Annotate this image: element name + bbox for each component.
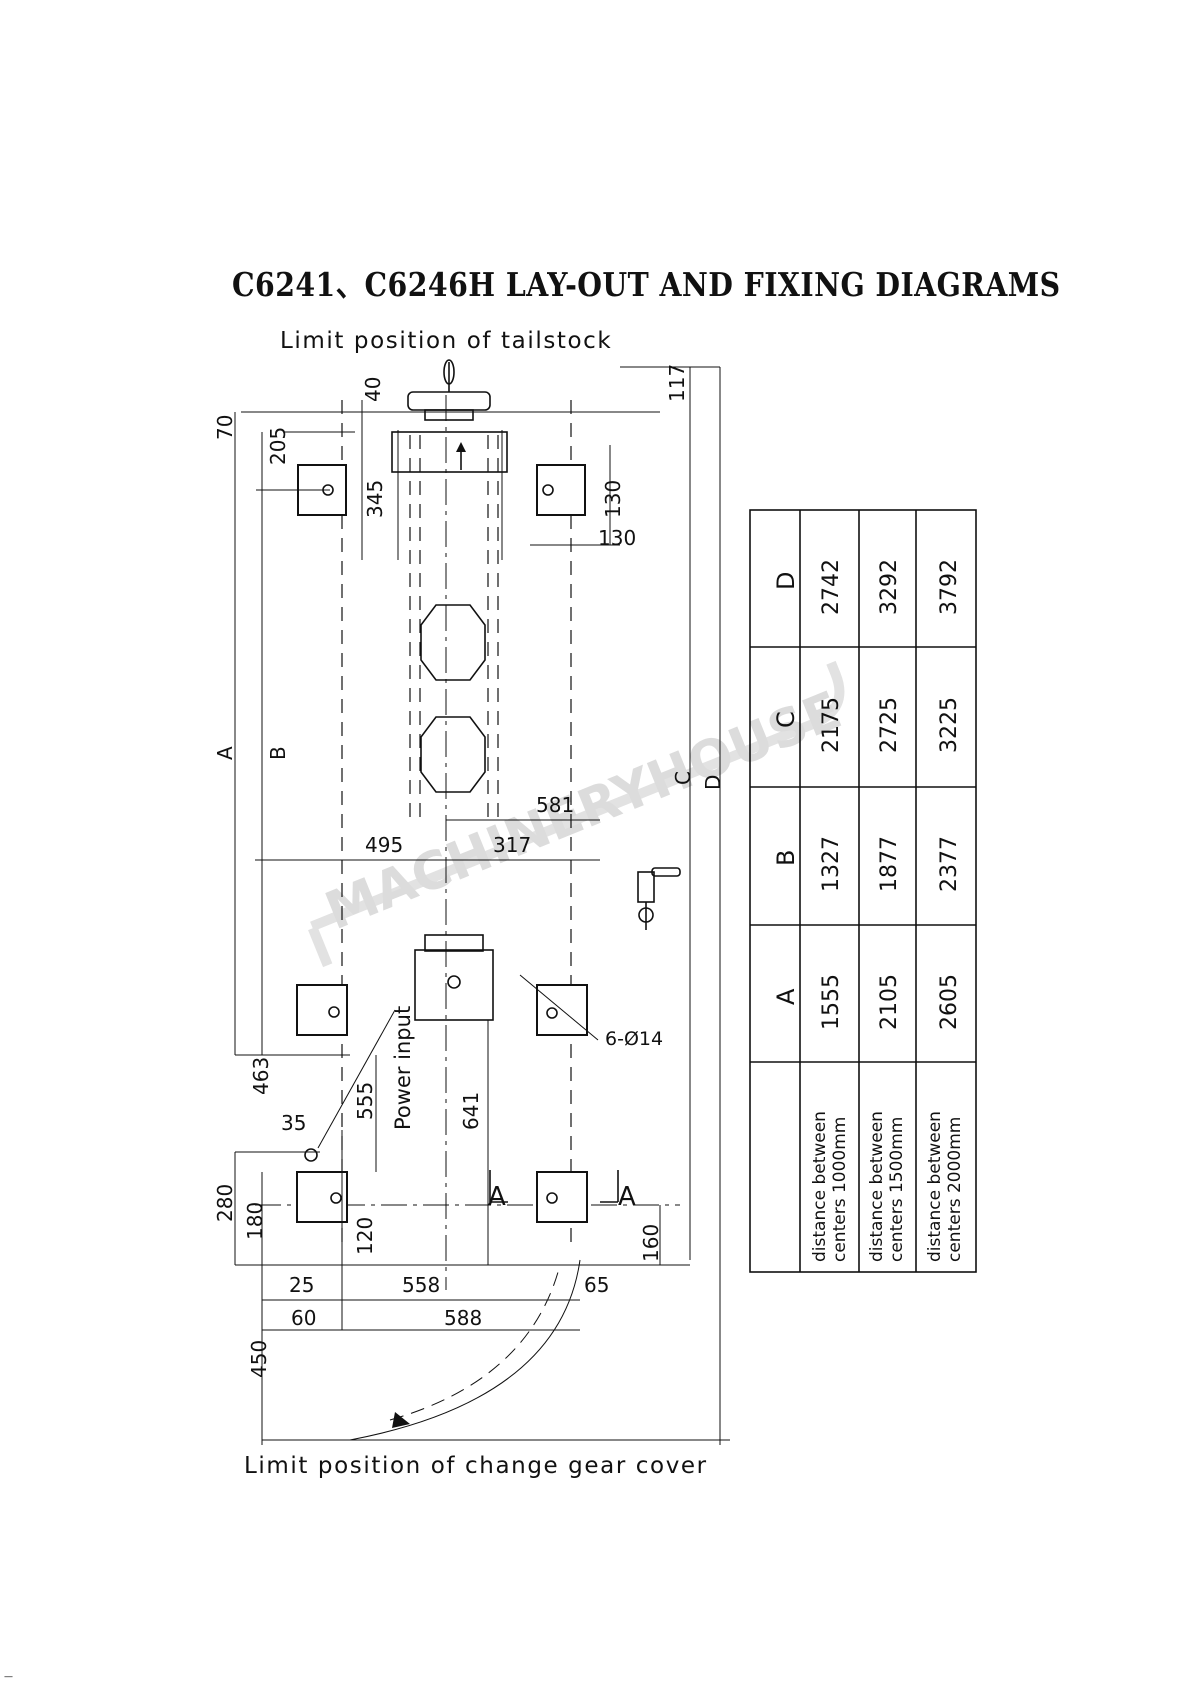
table-cell: 3792: [937, 559, 962, 615]
dim-160: 160: [639, 1224, 663, 1262]
table-row-label: distance between: [925, 1111, 945, 1262]
section-label-left: A: [488, 1182, 506, 1212]
bolt-holes-label: 6-Ø14: [605, 1028, 663, 1050]
watermark: MACHINERYHOUSE: [308, 660, 850, 968]
dimension-values: 40 70 117 205 345 130 130 A B C D 581 49…: [213, 364, 725, 1378]
dim-641: 641: [459, 1092, 483, 1130]
dim-40: 40: [361, 377, 385, 402]
table-cell: 2105: [877, 974, 902, 1030]
dim-25: 25: [289, 1273, 314, 1297]
dim-B: B: [266, 746, 290, 760]
pad-bottom-right: [536, 1171, 588, 1223]
pad-mid-left: [296, 984, 348, 1036]
pad-bottom-left: [296, 1171, 348, 1223]
dim-581: 581: [536, 793, 574, 817]
table-cell: 2377: [937, 836, 962, 892]
dim-60: 60: [291, 1306, 316, 1330]
dim-463: 463: [249, 1057, 273, 1095]
table-cell: 3292: [877, 559, 902, 615]
dim-65: 65: [584, 1273, 609, 1297]
center-lines: [255, 395, 680, 1290]
table-row-label: centers 2000mm: [945, 1117, 965, 1262]
table-row-label: distance between: [810, 1111, 830, 1262]
dim-D: D: [701, 775, 725, 790]
table-header-B: B: [772, 850, 800, 866]
dim-130-a: 130: [601, 480, 625, 518]
dim-558: 558: [402, 1273, 440, 1297]
table-header-C: C: [772, 711, 800, 728]
tailstock-limit-label: Limit position of tailstock: [280, 328, 612, 354]
dim-C: C: [671, 771, 695, 785]
dim-130-b: 130: [598, 526, 636, 550]
lathe-bed: [391, 359, 681, 1021]
dim-495: 495: [365, 833, 403, 857]
foundation-pads: [296, 464, 588, 1223]
table-row-label: distance between: [867, 1111, 887, 1262]
dim-280: 280: [213, 1184, 237, 1222]
dim-117: 117: [665, 364, 689, 402]
watermark-text: MACHINERYHOUSE: [317, 680, 849, 942]
dim-A: A: [213, 746, 237, 760]
dim-450: 450: [247, 1340, 271, 1378]
pad-top-right: [536, 464, 586, 516]
dim-205: 205: [266, 427, 290, 465]
dim-180: 180: [243, 1202, 267, 1240]
table-cell: 1877: [877, 836, 902, 892]
dim-35: 35: [281, 1111, 306, 1135]
table-cell: 2742: [819, 559, 844, 615]
change-gear-limit-label: Limit position of change gear cover: [244, 1453, 708, 1479]
table-header-D: D: [772, 572, 800, 590]
dim-555: 555: [353, 1082, 377, 1120]
table-cell: 1327: [819, 836, 844, 892]
table-cell: 2725: [877, 697, 902, 753]
pad-mid-right: [536, 984, 588, 1036]
dim-588: 588: [444, 1306, 482, 1330]
dim-345: 345: [363, 480, 387, 518]
table-row-label: centers 1500mm: [887, 1117, 907, 1262]
table-cell: 2175: [819, 697, 844, 753]
table-cell: 2605: [937, 974, 962, 1030]
dim-70: 70: [213, 415, 237, 440]
page-title: C6241、C6246H LAY-OUT AND FIXING DIAGRAMS: [232, 265, 1061, 304]
table-header-A: A: [772, 988, 800, 1005]
dim-317: 317: [493, 833, 531, 857]
dimension-lines: [234, 366, 730, 1445]
section-label-right: A: [618, 1182, 636, 1212]
table-row-label: centers 1000mm: [830, 1117, 850, 1262]
dim-120: 120: [353, 1217, 377, 1255]
power-input-label: Power input: [391, 1006, 415, 1130]
table-cell: 3225: [937, 697, 962, 753]
table-cell: 1555: [819, 974, 844, 1030]
dimension-table: D C B A 2742 2175 1327 1555 3292 2725 18…: [749, 509, 977, 1273]
footer-mark: —: [4, 1672, 13, 1682]
